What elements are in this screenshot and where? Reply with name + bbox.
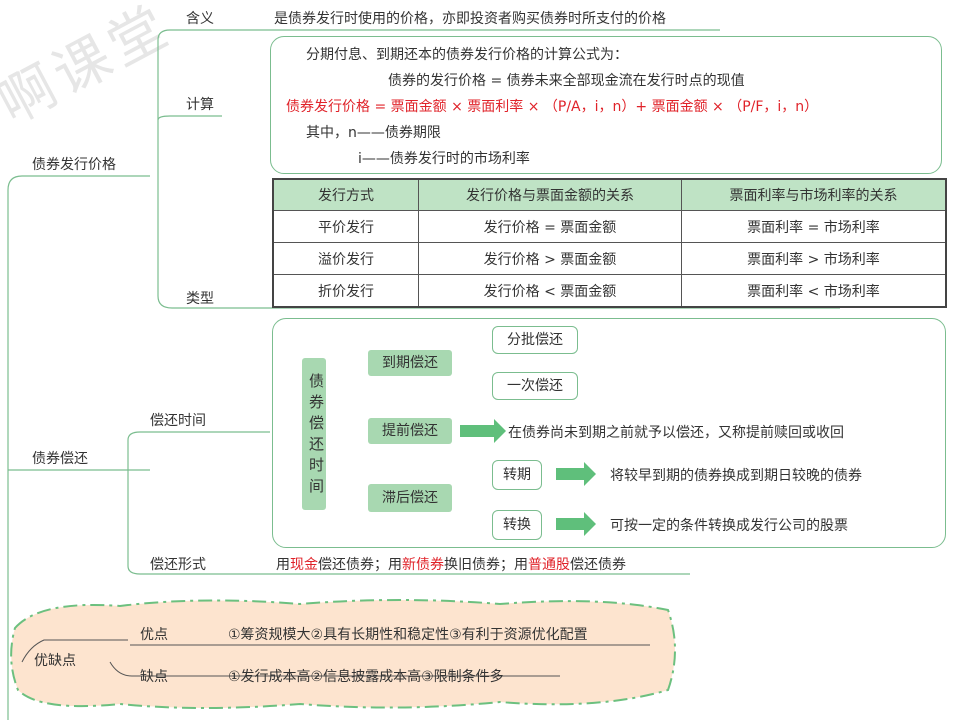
calc-line-5: i——债券发行时的市场利率 — [358, 151, 530, 167]
node-type: 类型 — [186, 291, 214, 307]
form-highlight-cash: 现金 — [290, 557, 318, 573]
table-cell: 票面利率 < 市场利率 — [681, 274, 947, 308]
pros-text: ①筹资规模大②具有长期性和稳定性③有利于资源优化配置 — [228, 627, 588, 643]
cloud-shape — [10, 599, 676, 709]
form-part: 用 — [276, 557, 290, 573]
calc-line-4: 其中，n——债券期限 — [306, 125, 441, 141]
node-repay-form: 偿还形式 — [150, 557, 206, 573]
batch-repay-box: 分批偿还 — [492, 326, 578, 354]
late-pill: 滞后偿还 — [368, 484, 452, 512]
table-header: 发行方式 — [272, 178, 419, 211]
node-calc: 计算 — [186, 97, 214, 113]
table-row: 平价发行 发行价格 = 票面金额 票面利率 = 市场利率 — [272, 210, 947, 243]
early-desc: 在债券尚未到期之前就予以偿还，又称提前赎回或收回 — [508, 425, 844, 441]
calc-line-2: 债券的发行价格 = 债券未来全部现金流在发行时点的现值 — [388, 73, 745, 89]
table-header-row: 发行方式 发行价格与票面金额的关系 票面利率与市场利率的关系 — [272, 178, 947, 211]
table-cell: 折价发行 — [272, 274, 419, 308]
table-cell: 发行价格 < 票面金额 — [418, 274, 682, 308]
node-bond-price: 债券发行价格 — [32, 157, 116, 173]
calc-formula: 债券发行价格 = 票面金额 × 票面利率 × （P/A，i，n）+ 票面金额 ×… — [286, 99, 819, 115]
table-cell: 票面利率 > 市场利率 — [681, 242, 947, 275]
convert-desc: 可按一定的条件转换成发行公司的股票 — [610, 518, 848, 534]
table-header: 票面利率与市场利率的关系 — [681, 178, 947, 211]
repay-time-vertical-label: 债券偿还时间 — [302, 358, 326, 510]
maturity-pill: 到期偿还 — [368, 350, 452, 376]
rollover-box: 转期 — [492, 460, 542, 490]
node-meaning: 含义 — [186, 11, 214, 27]
rollover-desc: 将较早到期的债券换成到期日较晚的债券 — [610, 468, 862, 484]
meaning-text: 是债券发行时使用的价格，亦即投资者购买债券时所支付的价格 — [274, 11, 666, 27]
form-highlight-new-bond: 新债券 — [402, 557, 444, 573]
table-cell: 平价发行 — [272, 210, 419, 243]
cons-text: ①发行成本高②信息披露成本高③限制条件多 — [228, 669, 504, 685]
node-pros-cons: 优缺点 — [34, 653, 76, 669]
arrow-right-icon — [460, 419, 506, 443]
form-part: 换旧债券；用 — [444, 557, 528, 573]
arrow-right-icon — [556, 512, 596, 536]
table-cell: 票面利率 = 市场利率 — [681, 210, 947, 243]
issue-type-table: 发行方式 发行价格与票面金额的关系 票面利率与市场利率的关系 平价发行 发行价格… — [272, 178, 947, 308]
table-cell: 发行价格 > 票面金额 — [418, 242, 682, 275]
convert-box: 转换 — [492, 510, 542, 540]
table-row: 折价发行 发行价格 < 票面金额 票面利率 < 市场利率 — [272, 274, 947, 308]
arrow-right-icon — [556, 462, 596, 486]
calc-box — [270, 36, 942, 174]
table-row: 溢价发行 发行价格 > 票面金额 票面利率 > 市场利率 — [272, 242, 947, 275]
repay-form-text: 用现金偿还债券；用新债券换旧债券；用普通股偿还债券 — [276, 554, 626, 574]
node-bond-repay: 债券偿还 — [32, 451, 88, 467]
once-repay-box: 一次偿还 — [492, 372, 578, 400]
form-part: 偿还债券 — [570, 557, 626, 573]
cons-label: 缺点 — [140, 669, 168, 685]
table-cell: 溢价发行 — [272, 242, 419, 275]
calc-line-1: 分期付息、到期还本的债券发行价格的计算公式为： — [306, 47, 628, 63]
pros-label: 优点 — [140, 627, 168, 643]
table-cell: 发行价格 = 票面金额 — [418, 210, 682, 243]
table-header: 发行价格与票面金额的关系 — [418, 178, 682, 211]
form-part: 偿还债券；用 — [318, 557, 402, 573]
node-repay-time: 偿还时间 — [150, 413, 206, 429]
early-pill: 提前偿还 — [368, 418, 452, 444]
form-highlight-stock: 普通股 — [528, 557, 570, 573]
